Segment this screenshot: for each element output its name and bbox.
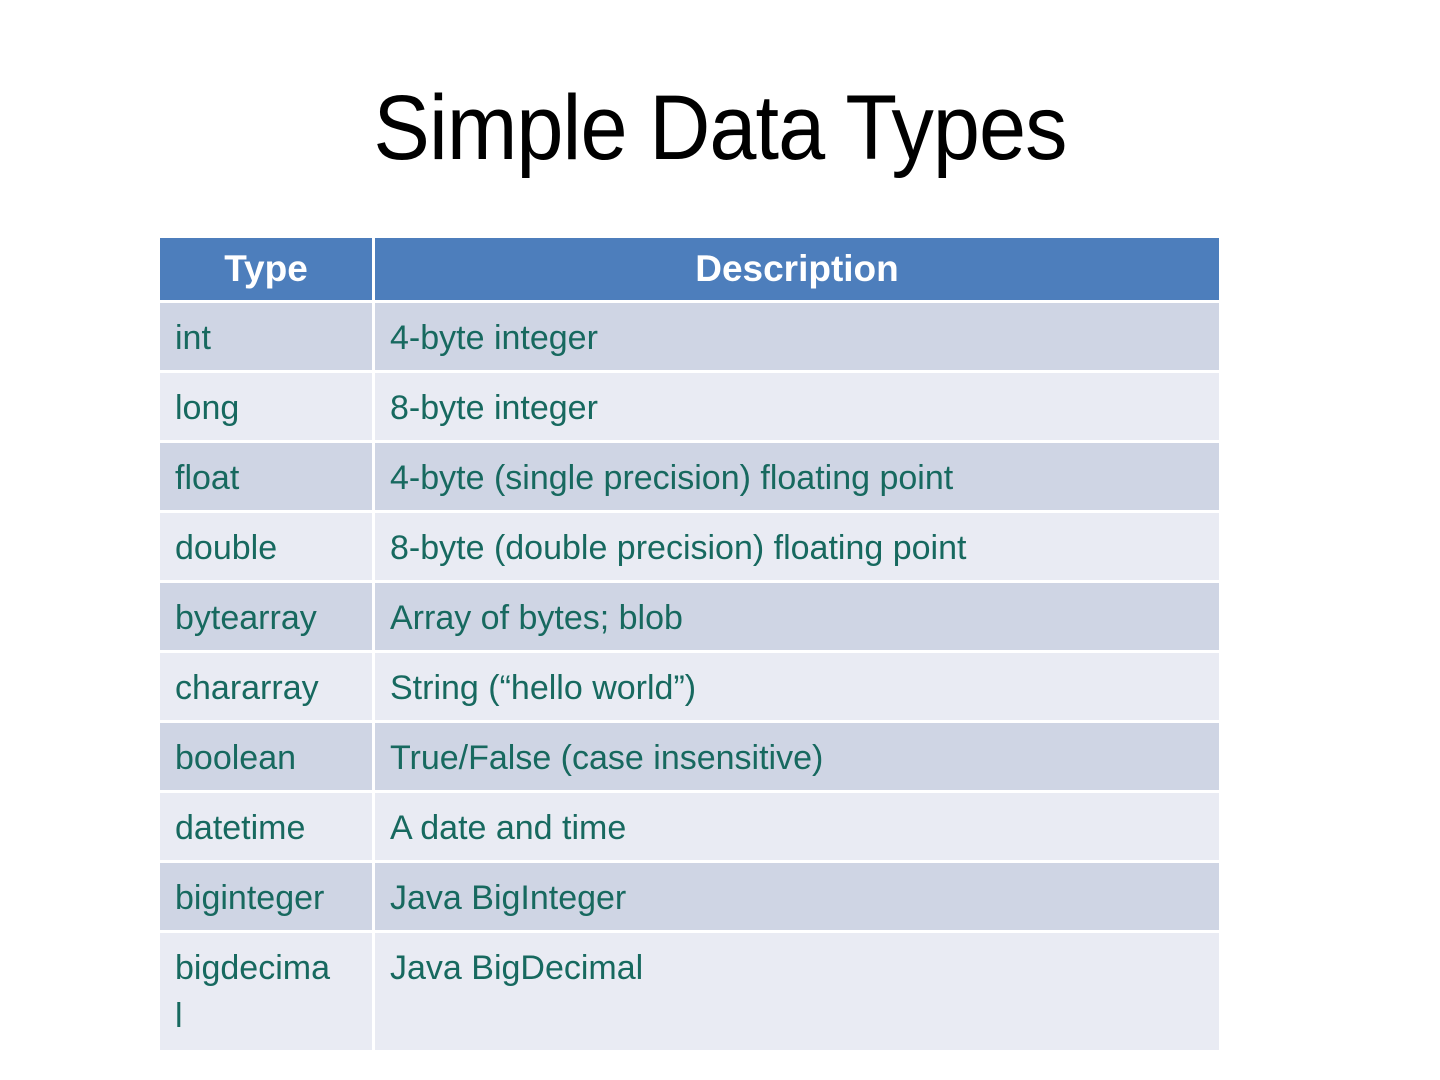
data-types-table: Type Description int 4-byte integer long… <box>160 238 1222 1053</box>
description-cell: Java BigDecimal <box>375 933 1222 1053</box>
description-cell: A date and time <box>375 793 1222 863</box>
type-cell: biginteger <box>160 863 375 933</box>
description-cell: Array of bytes; blob <box>375 583 1222 653</box>
table-row: double 8-byte (double precision) floatin… <box>160 513 1222 583</box>
type-cell: boolean <box>160 723 375 793</box>
type-cell: datetime <box>160 793 375 863</box>
description-cell: 8-byte integer <box>375 373 1222 443</box>
type-cell: chararray <box>160 653 375 723</box>
type-cell: bigdecimal <box>160 933 375 1053</box>
page-title: Simple Data Types <box>373 77 1067 179</box>
table-row: float 4-byte (single precision) floating… <box>160 443 1222 513</box>
table-row: int 4-byte integer <box>160 303 1222 373</box>
column-header-type: Type <box>160 238 375 303</box>
description-cell: 4-byte integer <box>375 303 1222 373</box>
table-row: chararray String (“hello world”) <box>160 653 1222 723</box>
type-cell: float <box>160 443 375 513</box>
description-cell: String (“hello world”) <box>375 653 1222 723</box>
table-row: boolean True/False (case insensitive) <box>160 723 1222 793</box>
type-cell: double <box>160 513 375 583</box>
description-cell: Java BigInteger <box>375 863 1222 933</box>
table-row: bigdecimal Java BigDecimal <box>160 933 1222 1053</box>
description-cell: 4-byte (single precision) floating point <box>375 443 1222 513</box>
description-cell: 8-byte (double precision) floating point <box>375 513 1222 583</box>
table-row: bytearray Array of bytes; blob <box>160 583 1222 653</box>
table-row: biginteger Java BigInteger <box>160 863 1222 933</box>
table-row: long 8-byte integer <box>160 373 1222 443</box>
table-header-row: Type Description <box>160 238 1222 303</box>
column-header-description: Description <box>375 238 1222 303</box>
type-cell: long <box>160 373 375 443</box>
type-cell: int <box>160 303 375 373</box>
table-row: datetime A date and time <box>160 793 1222 863</box>
type-cell: bytearray <box>160 583 375 653</box>
description-cell: True/False (case insensitive) <box>375 723 1222 793</box>
